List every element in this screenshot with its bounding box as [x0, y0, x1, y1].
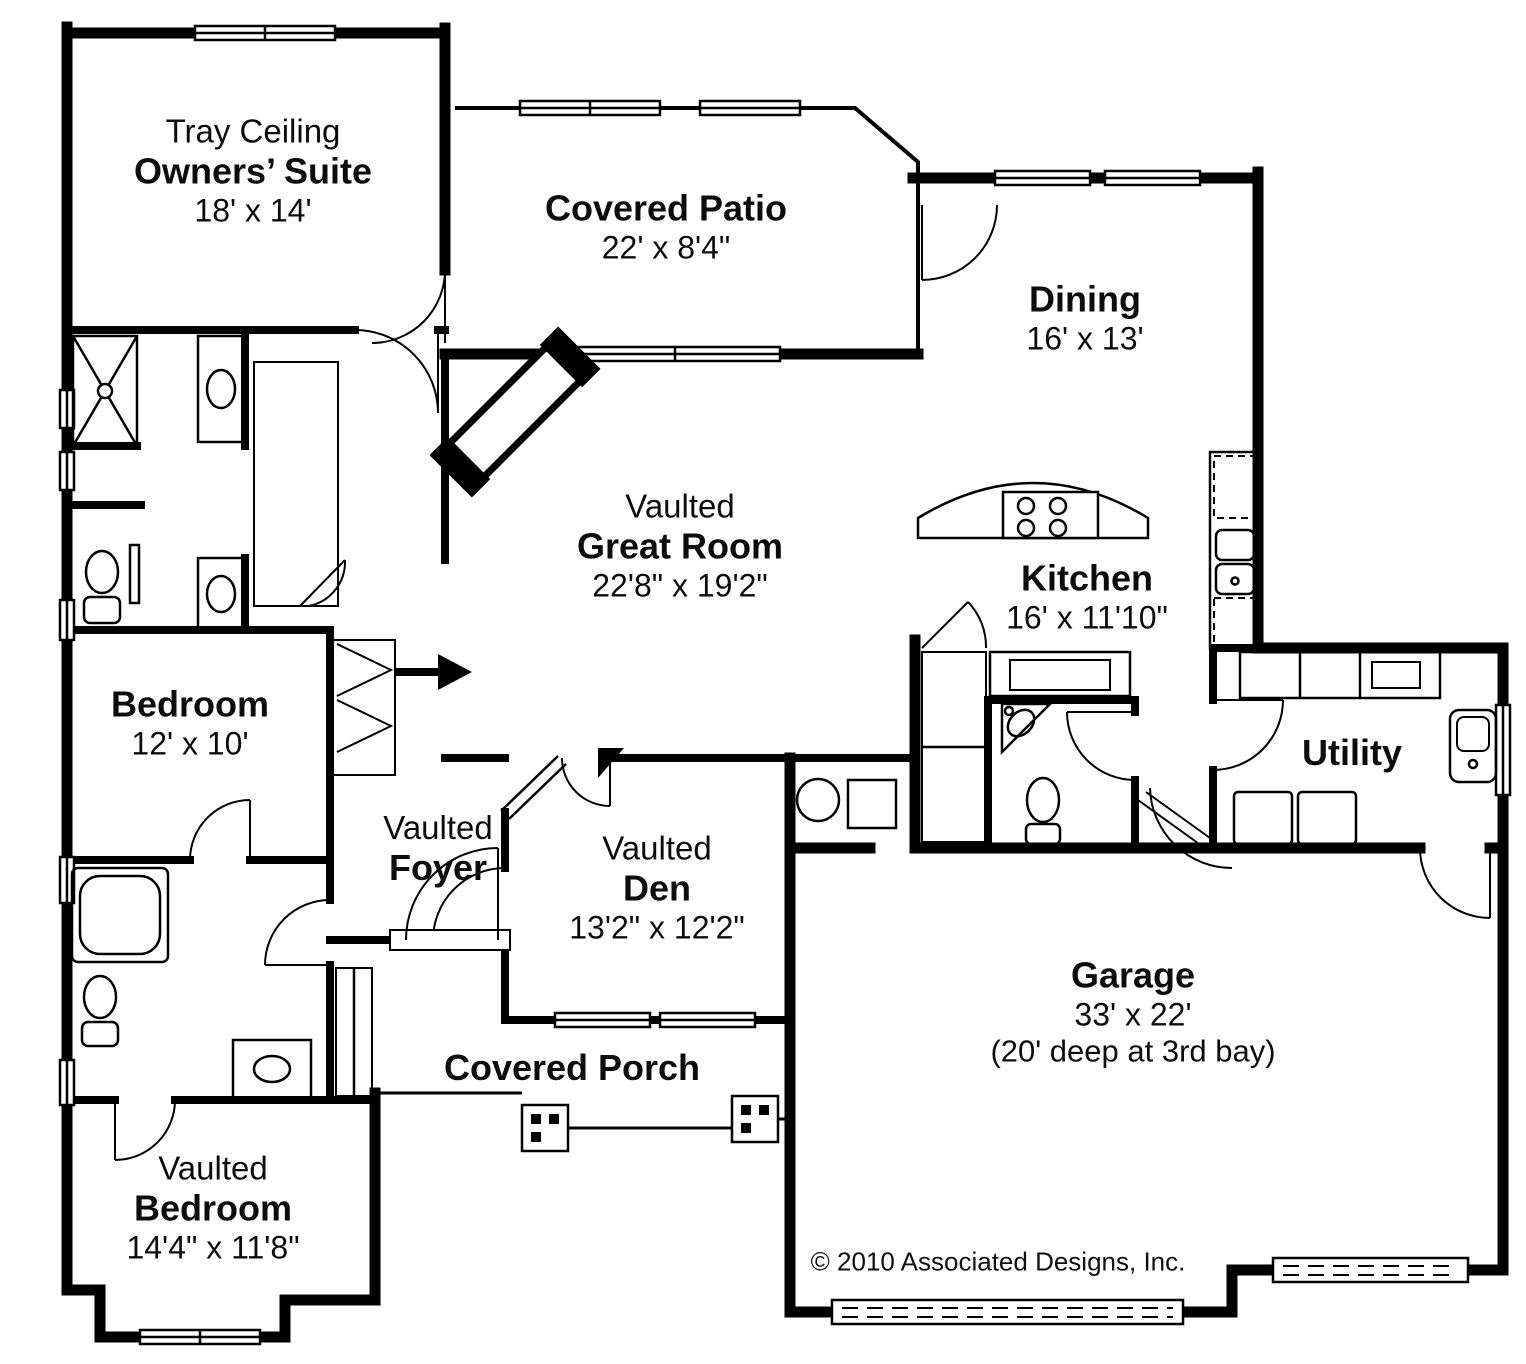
vanity-sink-icon — [231, 1038, 313, 1100]
water-heater-icon — [795, 777, 841, 823]
toilet-icon — [80, 974, 120, 1048]
closet-bifold-doors — [332, 639, 396, 776]
window — [1103, 169, 1202, 187]
window — [58, 855, 76, 905]
room-label-bedroom-1: Bedroom 12' x 10' — [110, 683, 270, 762]
room-label-utility: Utility — [1301, 732, 1403, 774]
window — [698, 99, 802, 117]
utility-counter — [1238, 650, 1442, 700]
furnace-icon — [846, 778, 898, 830]
room-label-garage: Garage 33' x 22' (20' deep at 3rd bay) — [990, 954, 1276, 1069]
kitchen-island — [916, 481, 1150, 540]
copyright-text: © 2010 Associated Designs, Inc. — [810, 1246, 1186, 1277]
fireplace-icon — [429, 326, 601, 498]
attic-access-arrow-icon — [438, 654, 472, 690]
door-arc — [354, 329, 439, 414]
toilet-icon — [1024, 776, 1062, 846]
room-label-covered-patio: Covered Patio 22' x 8'4" — [544, 187, 788, 266]
door-arc — [1419, 847, 1491, 919]
garage-door — [830, 1298, 1185, 1326]
room-label-covered-porch: Covered Porch — [443, 1047, 701, 1089]
linen-closet — [335, 967, 373, 1097]
garage-doors — [830, 1256, 1470, 1326]
room-label-owners-suite: Tray Ceiling Owners’ Suite 18' x 14' — [133, 112, 373, 229]
room-label-dining: Dining 16' x 13' — [1026, 278, 1144, 357]
doors — [114, 204, 1491, 1161]
fixtures — [70, 326, 1498, 1100]
porch-post-icon — [730, 1094, 780, 1144]
window — [58, 1058, 76, 1107]
door-arc — [1066, 711, 1136, 781]
front-door — [389, 847, 511, 951]
room-label-den: Vaulted Den 13'2" x 12'2" — [569, 829, 745, 946]
room-label-bedroom-2: Vaulted Bedroom 14'4" x 11'8" — [126, 1149, 300, 1266]
shower-icon — [71, 334, 139, 448]
door-arc — [921, 601, 988, 649]
window — [658, 1011, 757, 1029]
garage-entry-door — [1137, 787, 1233, 869]
window — [58, 598, 76, 642]
window — [193, 24, 337, 42]
walk-in-closet — [253, 361, 339, 607]
window — [553, 1011, 652, 1029]
dryer-icon — [1296, 790, 1358, 846]
door-arc — [264, 899, 331, 966]
door-arc — [189, 799, 251, 861]
room-label-great-room: Vaulted Great Room 22'8" x 19'2" — [576, 487, 784, 604]
room-label-kitchen: Kitchen 16' x 11'10" — [1006, 557, 1168, 636]
room-label-foyer: Vaulted Foyer — [383, 808, 493, 889]
porch-post-icon — [520, 1103, 570, 1153]
kitchen-sink-icon — [1214, 528, 1256, 596]
washer-icon — [1232, 790, 1294, 846]
garage-door — [1271, 1256, 1470, 1284]
window — [518, 99, 662, 117]
window — [993, 169, 1092, 187]
window — [1494, 703, 1512, 797]
exterior-walls — [61, 21, 1509, 1343]
door-arc — [371, 269, 446, 344]
door-arc — [1212, 699, 1284, 771]
kitchen-counter — [1208, 450, 1260, 650]
pantry-cabinet — [921, 651, 987, 843]
window — [58, 450, 76, 492]
door-arc — [114, 1099, 176, 1161]
utility-sink-icon — [1448, 708, 1498, 784]
porch-edge — [375, 1091, 790, 1130]
corner-sink-icon — [1000, 702, 1054, 756]
stove-icon — [1001, 490, 1100, 540]
door-arc — [561, 757, 611, 807]
pedestal-sink-icon — [128, 543, 141, 605]
toilet-icon — [82, 549, 122, 625]
bathtub-icon — [70, 866, 170, 964]
refrigerator-icon — [1213, 455, 1255, 519]
vanity-sink-icon — [196, 334, 247, 444]
door-arc — [921, 204, 998, 281]
vanity-sink-icon — [196, 556, 247, 632]
kitchen-counter — [988, 650, 1132, 698]
dishwasher-icon — [1213, 597, 1255, 647]
window — [568, 345, 782, 363]
bay-window — [500, 755, 567, 820]
windows — [58, 24, 1512, 1346]
window — [138, 1328, 262, 1346]
